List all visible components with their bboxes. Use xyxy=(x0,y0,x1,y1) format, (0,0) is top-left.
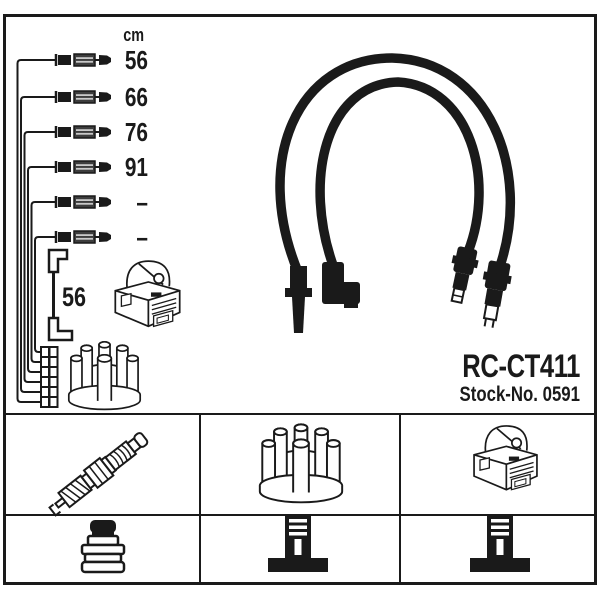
cable-length-value: 91 xyxy=(124,152,148,182)
wire-row-icon xyxy=(54,195,111,209)
plug-terminal-illustration xyxy=(470,514,530,572)
cable-length-value: 66 xyxy=(124,82,148,112)
wire-row-icon xyxy=(54,90,111,104)
ignition-coil-illustration xyxy=(114,260,181,328)
cable-end-terminal xyxy=(482,260,512,328)
coil-wire-icon xyxy=(47,248,74,342)
grid-divider-vertical-right xyxy=(399,413,401,583)
distributor-cap-illustration xyxy=(67,340,142,411)
cable-boot-straight xyxy=(285,266,312,333)
wire-row-icon xyxy=(54,125,111,139)
unit-header: cm xyxy=(123,25,144,45)
wire-row-icon xyxy=(54,230,111,244)
product-stock-number: Stock-No. 0591 xyxy=(459,383,580,406)
measurement-wire-rows xyxy=(54,53,111,244)
terminal-nut-illustration xyxy=(80,520,126,574)
cable-end-terminal xyxy=(450,246,479,305)
grid-divider-vertical-left xyxy=(199,413,201,583)
coil-wire-length-label: 56 xyxy=(62,282,87,312)
cable-length-value: – xyxy=(136,222,148,252)
cable-length-value: 76 xyxy=(124,117,148,147)
grid-divider-horizontal-top xyxy=(3,413,597,415)
distributor-cap-illustration xyxy=(258,423,344,504)
ignition-coil-illustration xyxy=(473,425,538,491)
cable-length-value: 56 xyxy=(124,45,148,75)
wire-bundle xyxy=(16,59,59,408)
cable-length-value: – xyxy=(136,187,148,217)
cable-boot-elbow xyxy=(322,262,360,308)
product-model-number: RC-CT411 xyxy=(462,348,580,384)
wire-row-icon xyxy=(54,160,111,174)
spark-plug-illustration xyxy=(48,432,149,517)
ignition-cable-set-illustration xyxy=(275,53,516,333)
wire-row-icon xyxy=(54,53,111,67)
plug-terminal-illustration xyxy=(268,514,328,572)
